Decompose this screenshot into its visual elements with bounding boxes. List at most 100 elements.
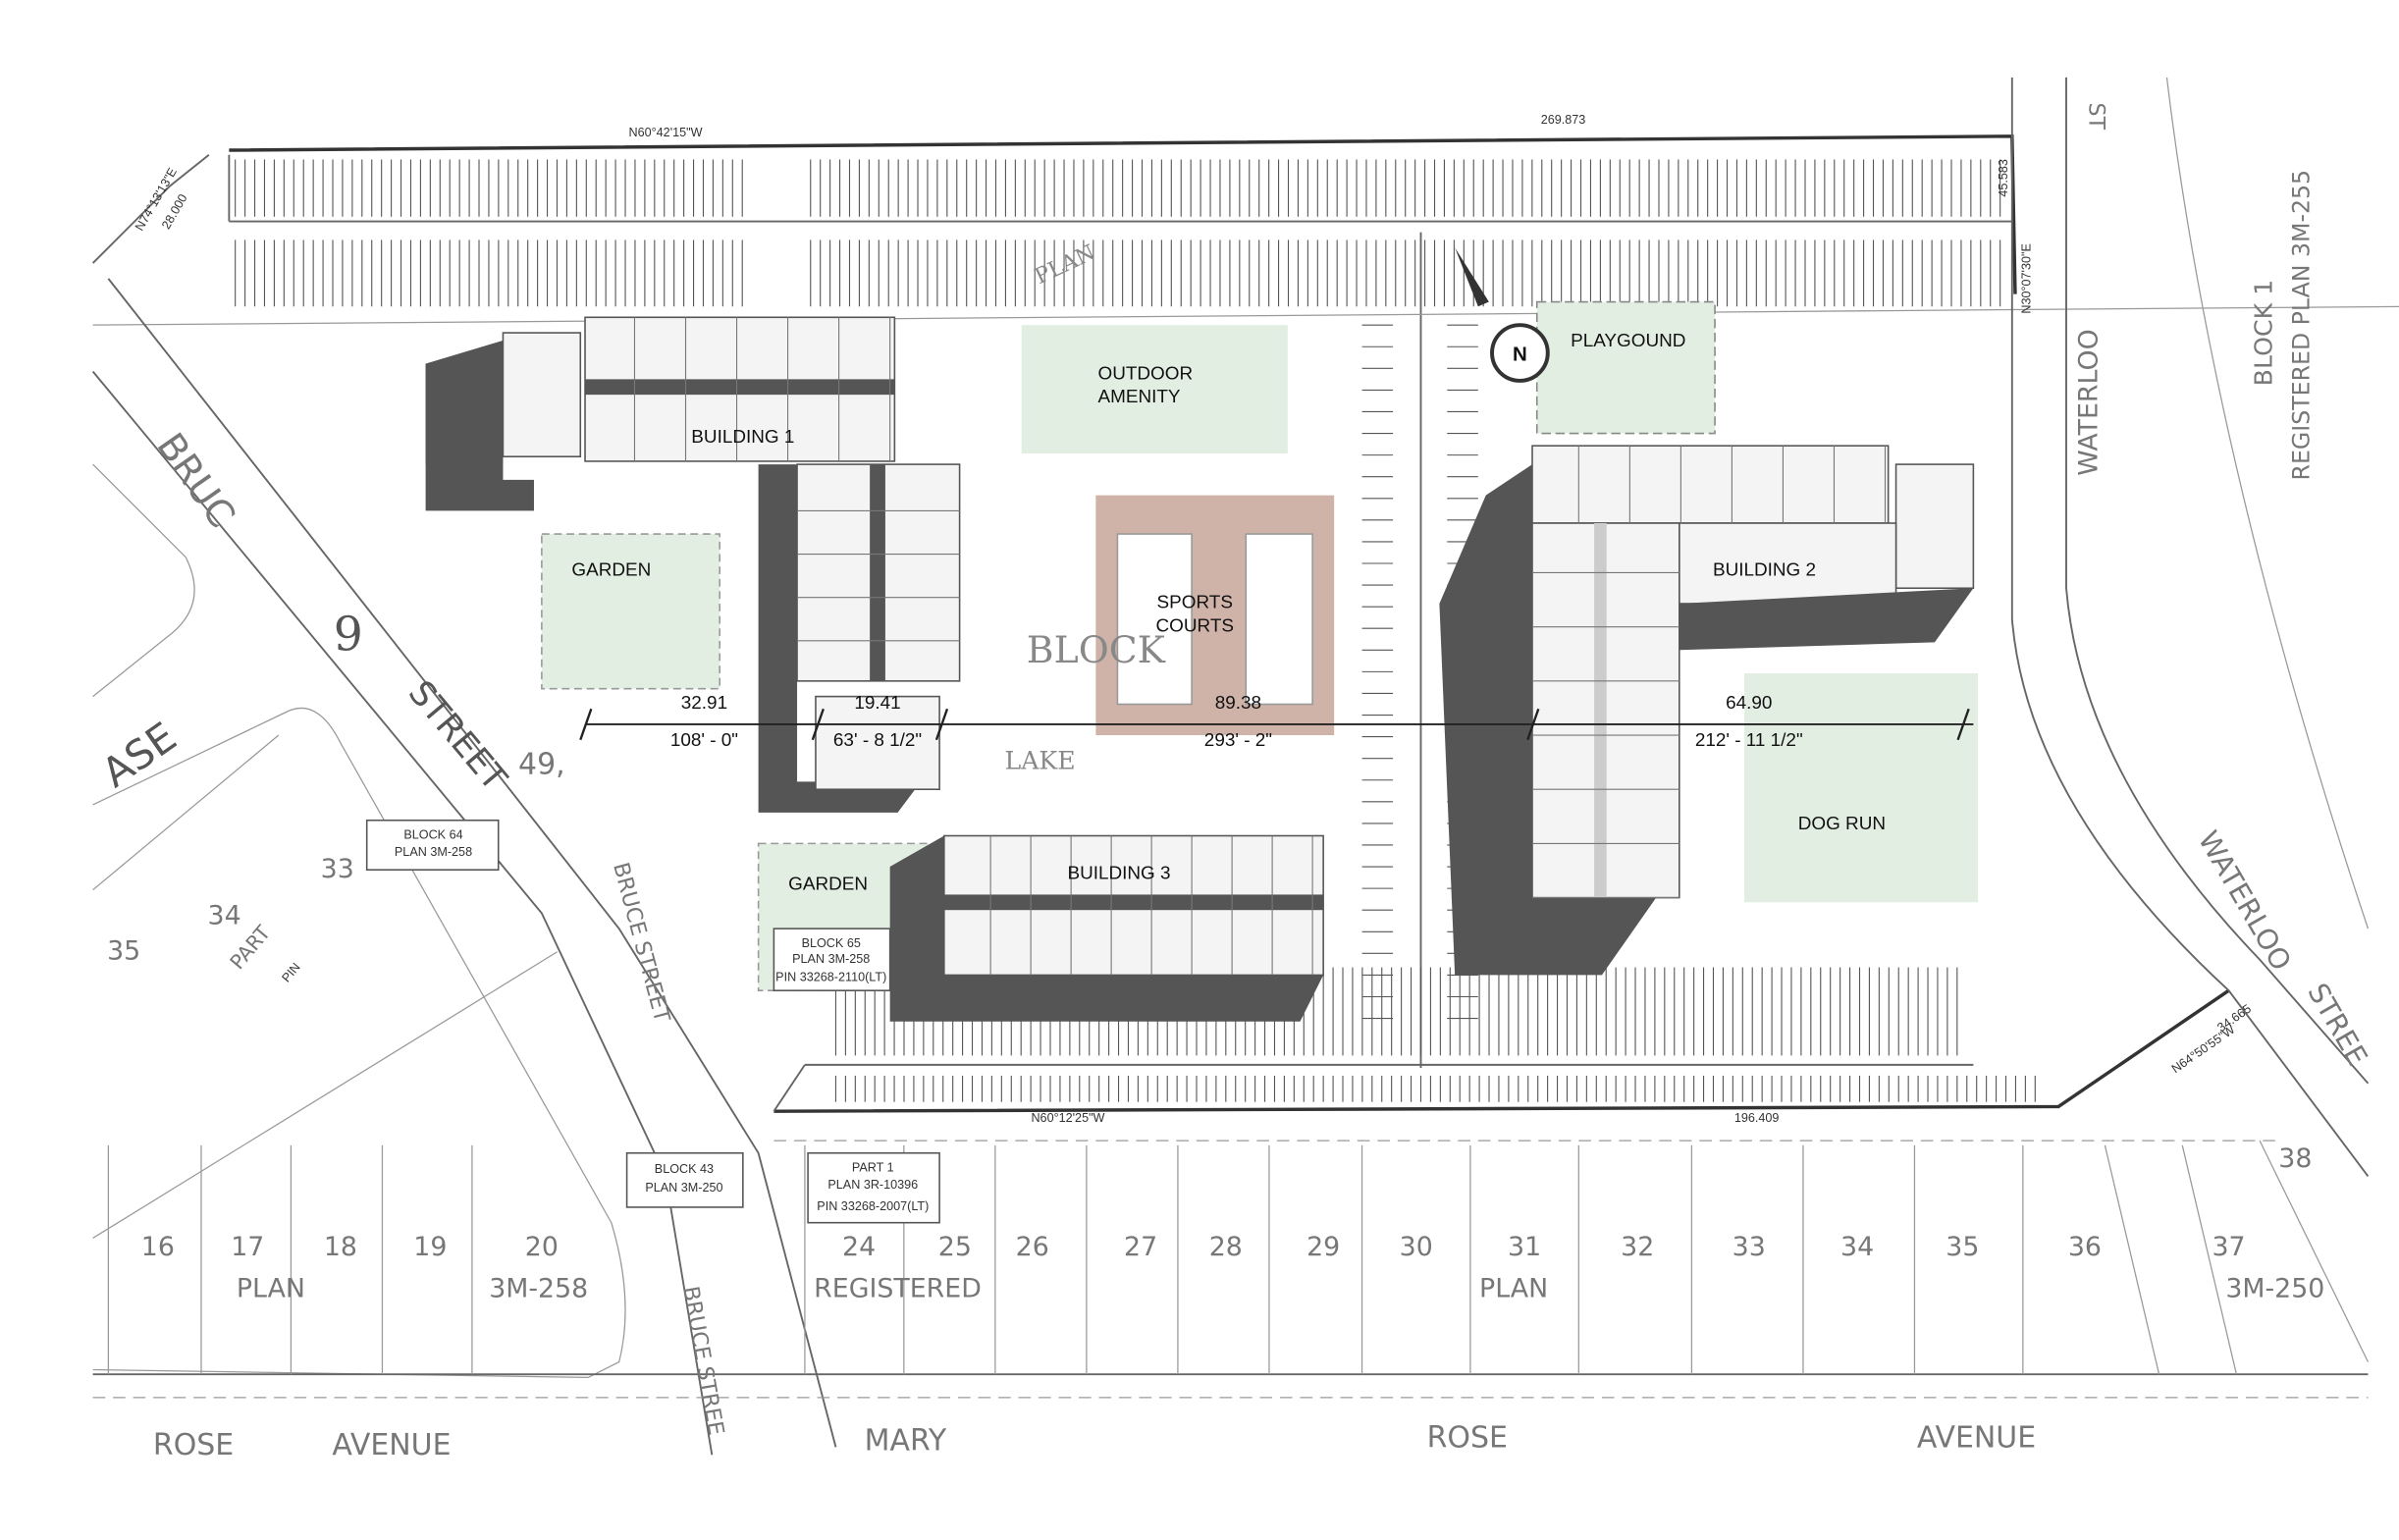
bottom-left-lots: 16 17 18 19 20 (141, 1232, 559, 1262)
mary-rose-rose: ROSE (1427, 1420, 1508, 1455)
lot-38: 38 (2278, 1143, 2312, 1174)
lot-number: 34 (1840, 1232, 1874, 1262)
block-64-plan: PLAN 3M-258 (395, 845, 472, 859)
sports-courts (1095, 495, 1335, 736)
lot-number: 28 (1209, 1232, 1243, 1262)
part-1-plan: PLAN 3R-10396 (827, 1178, 918, 1192)
north-label: N (1513, 343, 1527, 365)
garden-2-label: GARDEN (788, 875, 868, 895)
north-length: 269.873 (1541, 113, 1586, 127)
pin-label: PIN (279, 960, 302, 984)
bottom-lots: 24 25 26 27 28 29 30 31 32 33 34 35 36 37 (842, 1232, 2246, 1262)
plan-number-a: 3M-258 (489, 1273, 588, 1303)
registered-plan-label: REGISTERED PLAN 3M-255 (2288, 170, 2316, 481)
plan-label-b: PLAN (1479, 1273, 1548, 1303)
lot-number: 16 (141, 1232, 175, 1262)
playground-zone (1535, 300, 1716, 435)
block1-label: BLOCK 1 (2250, 280, 2278, 387)
lot-boundary-line (2181, 1144, 2238, 1375)
dog-run-label: DOG RUN (1798, 814, 1886, 834)
lot-33-left: 33 (321, 854, 354, 884)
street-lines (91, 77, 2370, 1456)
plan-number-b: 3M-250 (2225, 1273, 2324, 1303)
plan-label-a: PLAN (237, 1273, 305, 1303)
lot-number: 24 (842, 1232, 876, 1262)
dim-4-imperial: 212' - 11 1/2" (1695, 730, 1803, 751)
south-length: 196.409 (1734, 1111, 1780, 1125)
lot-number: 37 (2212, 1232, 2246, 1262)
rose-avenue-rose-1: ROSE (153, 1428, 234, 1462)
playground-label: PLAYGOUND (1571, 331, 1685, 351)
lot-number: 33 (1733, 1232, 1766, 1262)
lot-number: 26 (1016, 1232, 1049, 1262)
dim-2-imperial: 63' - 8 1/2" (833, 730, 922, 751)
waterloo-street-label: ST (2084, 103, 2108, 131)
bruce-label: BRUC (148, 425, 243, 535)
registered-label: REGISTERED (814, 1273, 982, 1303)
sports-courts-label-1: SPORTS (1157, 593, 1233, 613)
dim-1-imperial: 108' - 0" (670, 730, 738, 751)
outdoor-amenity-label-2: AMENITY (1097, 387, 1180, 407)
nine-label: 9 (334, 608, 363, 662)
unit-divisions (633, 317, 1887, 976)
lot-number: 30 (1400, 1232, 1433, 1262)
outdoor-amenity-label-1: OUTDOOR (1097, 363, 1193, 384)
lot-number: 35 (1946, 1232, 1979, 1262)
block-43-plan: PLAN 3M-250 (645, 1181, 722, 1195)
ase-label: ASE (93, 714, 185, 797)
plan-watermark: PLAN (1032, 240, 1099, 290)
building-1-label: BUILDING 1 (691, 427, 794, 448)
rose-avenue-avenue-1: AVENUE (332, 1428, 451, 1462)
building-3-label: BUILDING 3 (1067, 864, 1170, 884)
dim-4-metric: 64.90 (1726, 693, 1772, 714)
garden-1-label: GARDEN (571, 560, 651, 581)
lot-number: 32 (1621, 1232, 1654, 1262)
lot-number: 27 (1124, 1232, 1157, 1262)
lot-number: 31 (1508, 1232, 1541, 1262)
building-3 (889, 834, 1324, 1022)
dim-3-metric: 89.38 (1215, 693, 1261, 714)
mary-rose-mary: MARY (865, 1423, 947, 1458)
block-43-tag: BLOCK 43 PLAN 3M-250 (625, 1151, 744, 1208)
part-1-pin: PIN 33268-2007(LT) (817, 1199, 929, 1213)
block-64-tag: BLOCK 64 PLAN 3M-258 (365, 819, 500, 871)
block-65-plan: PLAN 3M-258 (792, 952, 870, 966)
part-1-tag: PART 1 PLAN 3R-10396 PIN 33268-2007(LT) (807, 1151, 940, 1224)
dim-2-metric: 19.41 (854, 693, 900, 714)
lot-number: 36 (2068, 1232, 2102, 1262)
lot-number: 25 (938, 1232, 972, 1262)
north-arrow-icon: N (1455, 247, 1550, 383)
dim-1-metric: 32.91 (681, 693, 727, 714)
sports-courts-label-2: COURTS (1156, 615, 1234, 636)
mary-rose-avenue: AVENUE (1917, 1420, 2036, 1455)
building-2 (1439, 445, 1975, 976)
lot-35-left: 35 (107, 936, 140, 967)
bruce-street-label-2: BRUCE STREE (677, 1285, 727, 1438)
block-65-tag: BLOCK 65 PLAN 3M-258 PIN 33268-2110(LT) (773, 928, 891, 991)
part-1-label: PART 1 (852, 1161, 894, 1175)
lot-number: 29 (1306, 1232, 1340, 1262)
block-65-pin: PIN 33268-2110(LT) (775, 971, 886, 984)
dog-run-zone (1744, 672, 1979, 903)
lot-number: 18 (324, 1232, 357, 1262)
bruce-street-label-1: BRUCE STREET (608, 860, 674, 1025)
block-watermark: BLOCK (1027, 628, 1166, 671)
dim-3-imperial: 293' - 2" (1204, 730, 1272, 751)
lot-number: 20 (525, 1232, 559, 1262)
waterloo-label-1: WATERLOO (2074, 329, 2105, 475)
building-1 (425, 316, 961, 813)
block-43-label: BLOCK 43 (655, 1162, 714, 1176)
forty-nine-label: 49, (518, 747, 565, 781)
lot-number: 17 (231, 1232, 264, 1262)
street-label: STREET (400, 673, 514, 799)
lot-number: 19 (413, 1232, 447, 1262)
outdoor-amenity-zone (1021, 325, 1288, 454)
waterloo-stree-label: STREE (2301, 978, 2373, 1071)
garden-1-zone (541, 533, 720, 690)
south-bearing: N60°12'25"W (1031, 1111, 1104, 1125)
north-bearing: N60°42'15"W (629, 126, 703, 139)
dimension-line (579, 708, 1974, 741)
ne-bearing: N30°07'30"E (2020, 243, 2034, 314)
ne-length: 45.583 (1997, 159, 2010, 197)
